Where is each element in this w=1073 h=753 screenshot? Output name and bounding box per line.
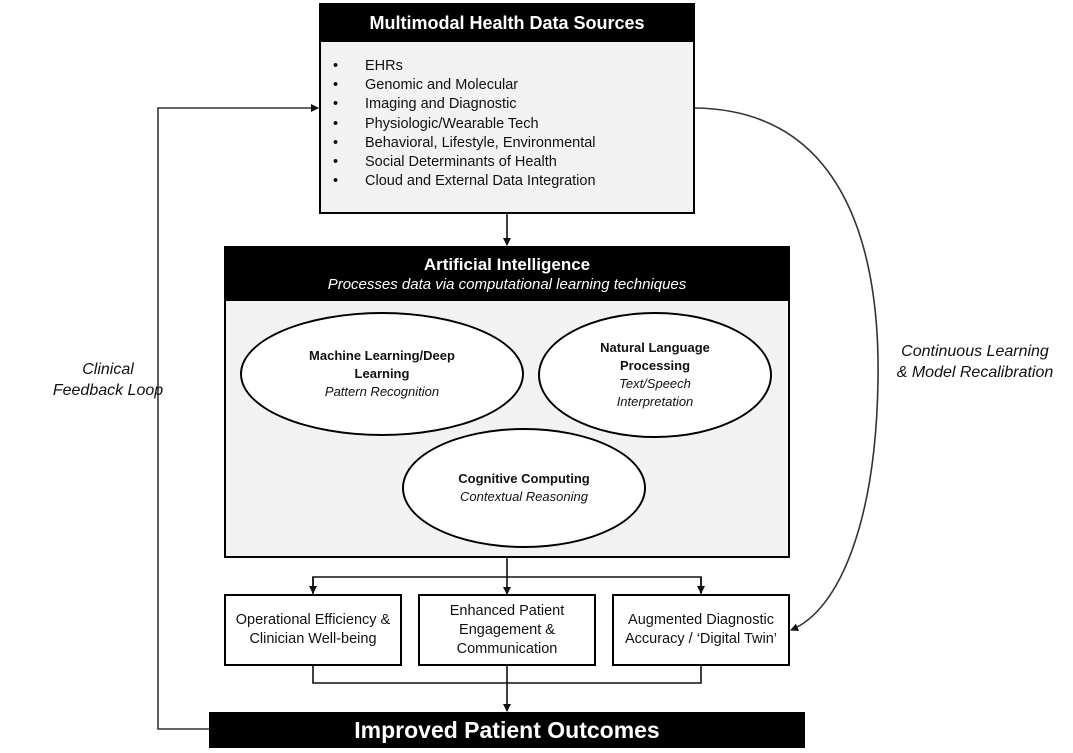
- natural-language-processing-ellipse: Natural Language Processing Text/Speech …: [538, 312, 772, 438]
- list-item: Physiologic/Wearable Tech: [333, 115, 596, 134]
- data-sources-title: Multimodal Health Data Sources: [321, 5, 693, 42]
- patient-engagement-box: Enhanced Patient Engagement & Communicat…: [418, 594, 596, 666]
- list-item: Social Determinants of Health: [333, 153, 596, 172]
- loop-label-line: & Model Recalibration: [896, 364, 1054, 381]
- diagnostic-accuracy-box: Augmented Diagnostic Accuracy / ‘Digital…: [612, 594, 790, 666]
- technique-title: Natural Language Processing: [600, 340, 710, 373]
- loop-label-line: Continuous Learning: [901, 343, 1049, 360]
- technique-subtitle: Text/Speech Interpretation: [616, 376, 694, 409]
- operational-efficiency-box: Operational Efficiency & Clinician Well-…: [224, 594, 402, 666]
- list-item: Behavioral, Lifestyle, Environmental: [333, 134, 596, 153]
- cognitive-computing-ellipse: Cognitive Computing Contextual Reasoning: [402, 428, 646, 548]
- list-item: Genomic and Molecular: [333, 76, 596, 95]
- list-item: EHRs: [333, 57, 596, 76]
- list-item: Cloud and External Data Integration: [333, 172, 596, 191]
- data-sources-list: EHRs Genomic and Molecular Imaging and D…: [333, 57, 596, 192]
- improved-outcomes-bar: Improved Patient Outcomes: [209, 712, 805, 748]
- ai-subtitle: Processes data via computational learnin…: [327, 276, 687, 293]
- clinical-feedback-loop-label: Clinical Feedback Loop: [38, 359, 178, 401]
- loop-label-line: Clinical: [82, 361, 134, 378]
- technique-subtitle: Pattern Recognition: [324, 384, 440, 399]
- output-label: Augmented Diagnostic Accuracy / ‘Digital…: [624, 612, 778, 647]
- loop-label-line: Feedback Loop: [52, 382, 164, 399]
- ai-header: Artificial Intelligence Processes data v…: [226, 248, 788, 301]
- list-item: Imaging and Diagnostic: [333, 95, 596, 114]
- machine-learning-ellipse: Machine Learning/Deep Learning Pattern R…: [240, 312, 524, 436]
- technique-subtitle: Contextual Reasoning: [460, 489, 588, 504]
- technique-title: Machine Learning/Deep Learning: [309, 348, 455, 381]
- output-label: Enhanced Patient Engagement & Communicat…: [449, 602, 565, 657]
- artificial-intelligence-box: Artificial Intelligence Processes data v…: [224, 246, 790, 558]
- data-sources-box: Multimodal Health Data Sources EHRs Geno…: [319, 3, 695, 214]
- continuous-learning-curve-arrow: [694, 107, 879, 632]
- continuous-learning-label: Continuous Learning & Model Recalibratio…: [882, 341, 1068, 383]
- output-label: Operational Efficiency & Clinician Well-…: [235, 612, 391, 647]
- ai-title: Artificial Intelligence: [423, 255, 591, 274]
- technique-title: Cognitive Computing: [458, 471, 590, 486]
- clinical-feedback-loop-arrow: [157, 104, 319, 730]
